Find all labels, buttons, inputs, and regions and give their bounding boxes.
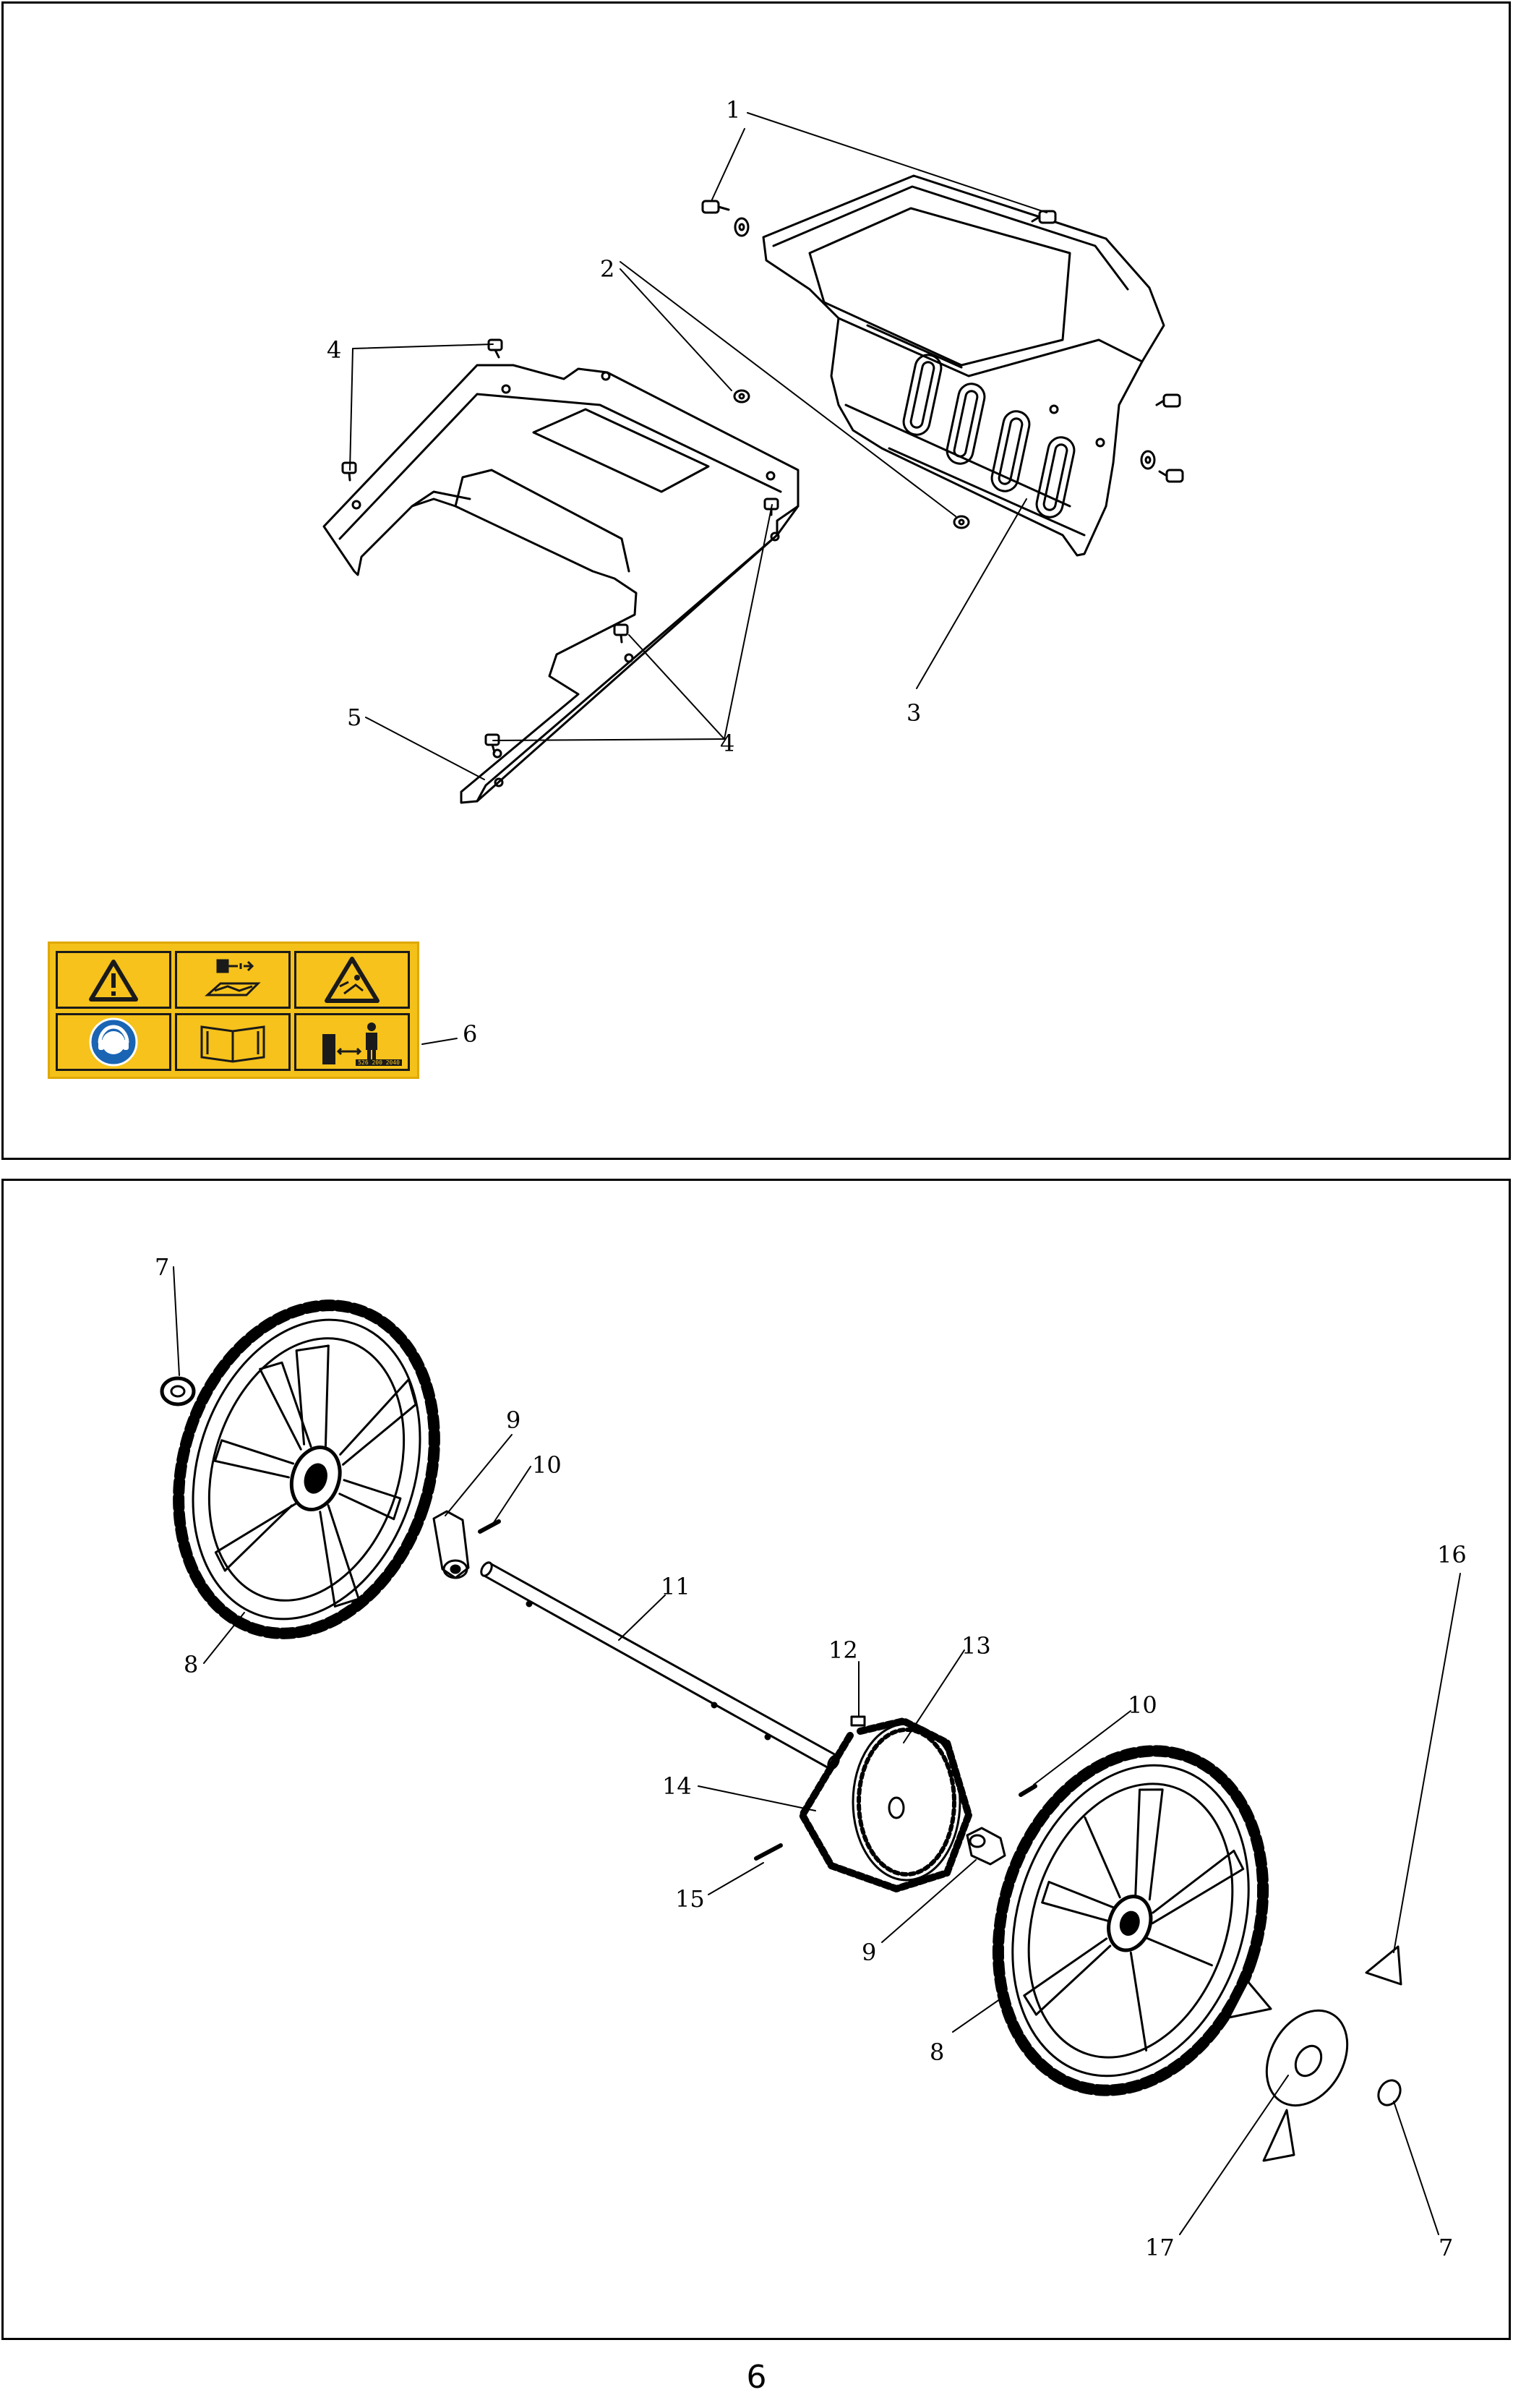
washer-icon	[958, 518, 965, 526]
leader-lines-top	[349, 112, 1047, 1045]
pin-right-part-10	[1019, 1784, 1037, 1797]
callout-13: 13	[961, 1632, 991, 1660]
washer-icon	[738, 223, 745, 231]
left-wheel-part-8	[173, 1299, 440, 1639]
washer-right-part-7	[1377, 2079, 1402, 2106]
chain-part-14	[799, 1717, 972, 1892]
screw-icon	[341, 461, 357, 482]
screw-icon	[701, 200, 730, 214]
washer-left-part-7	[160, 1376, 196, 1406]
callout-6: 6	[463, 1020, 478, 1048]
bottom-plate-part-5	[322, 364, 800, 804]
screws-and-washers	[341, 200, 1184, 753]
callout-7: 7	[155, 1253, 170, 1281]
washer-icon	[738, 393, 745, 400]
callout-7: 7	[1439, 2234, 1454, 2261]
cover-slots	[902, 354, 1076, 518]
leader-lines-bottom	[173, 1266, 1461, 2235]
key-part-12	[850, 1715, 866, 1727]
callout-4: 4	[327, 336, 342, 364]
screw-icon	[1031, 210, 1057, 224]
bottom-diagram-panel	[1, 1179, 1511, 2340]
callout-9: 9	[862, 1939, 877, 1966]
top-exploded-view	[322, 112, 1184, 1045]
bottom-exploded-view	[160, 1266, 1461, 2235]
screw-icon	[613, 623, 629, 644]
pin-left-part-10	[478, 1519, 501, 1534]
callout-12: 12	[828, 1636, 858, 1664]
callout-14: 14	[662, 1772, 692, 1800]
read-manual-icon	[175, 1013, 291, 1071]
disconnect-spark-plug-icon	[175, 951, 291, 1009]
callout-8: 8	[930, 2038, 945, 2066]
callout-10: 10	[532, 1451, 562, 1479]
screw-icon	[1155, 393, 1181, 408]
hearing-protection-icon	[56, 1013, 171, 1071]
hub-cap-disc-part-17	[1265, 2009, 1349, 2107]
thrown-objects-icon	[294, 951, 410, 1009]
screw-icon	[487, 338, 503, 359]
callout-5: 5	[347, 704, 362, 731]
callout-11: 11	[661, 1573, 690, 1600]
rear-cover-part-3	[762, 174, 1165, 557]
axle-part-11	[480, 1561, 840, 1770]
callout-15: 15	[675, 1885, 705, 1913]
callout-1: 1	[726, 96, 741, 124]
sprocket-part-13	[852, 1722, 961, 1882]
safety-warning-label: 526 200 2040	[48, 942, 419, 1079]
callout-4: 4	[720, 730, 735, 757]
bushing-right-part-9	[966, 1827, 1006, 1866]
pin-part-15	[754, 1843, 783, 1861]
bushing-left-part-9	[432, 1510, 470, 1579]
hub-cap-clips-part-16	[1227, 1945, 1402, 2162]
washer-icon	[1144, 456, 1152, 464]
right-wheel-part-8	[992, 1745, 1269, 2096]
callout-17: 17	[1145, 2234, 1175, 2261]
screw-icon	[1158, 469, 1184, 483]
callout-9: 9	[506, 1406, 521, 1434]
callout-8: 8	[184, 1651, 199, 1678]
callout-10: 10	[1128, 1691, 1157, 1719]
label-part-code: 526 200 2040	[356, 1059, 402, 1066]
callout-16: 16	[1437, 1541, 1467, 1568]
callout-3: 3	[906, 699, 922, 727]
warning-triangle-icon	[56, 951, 171, 1009]
keep-distance-icon: 526 200 2040	[294, 1013, 410, 1071]
callout-2: 2	[600, 255, 615, 283]
page-number: 6	[746, 2359, 767, 2396]
